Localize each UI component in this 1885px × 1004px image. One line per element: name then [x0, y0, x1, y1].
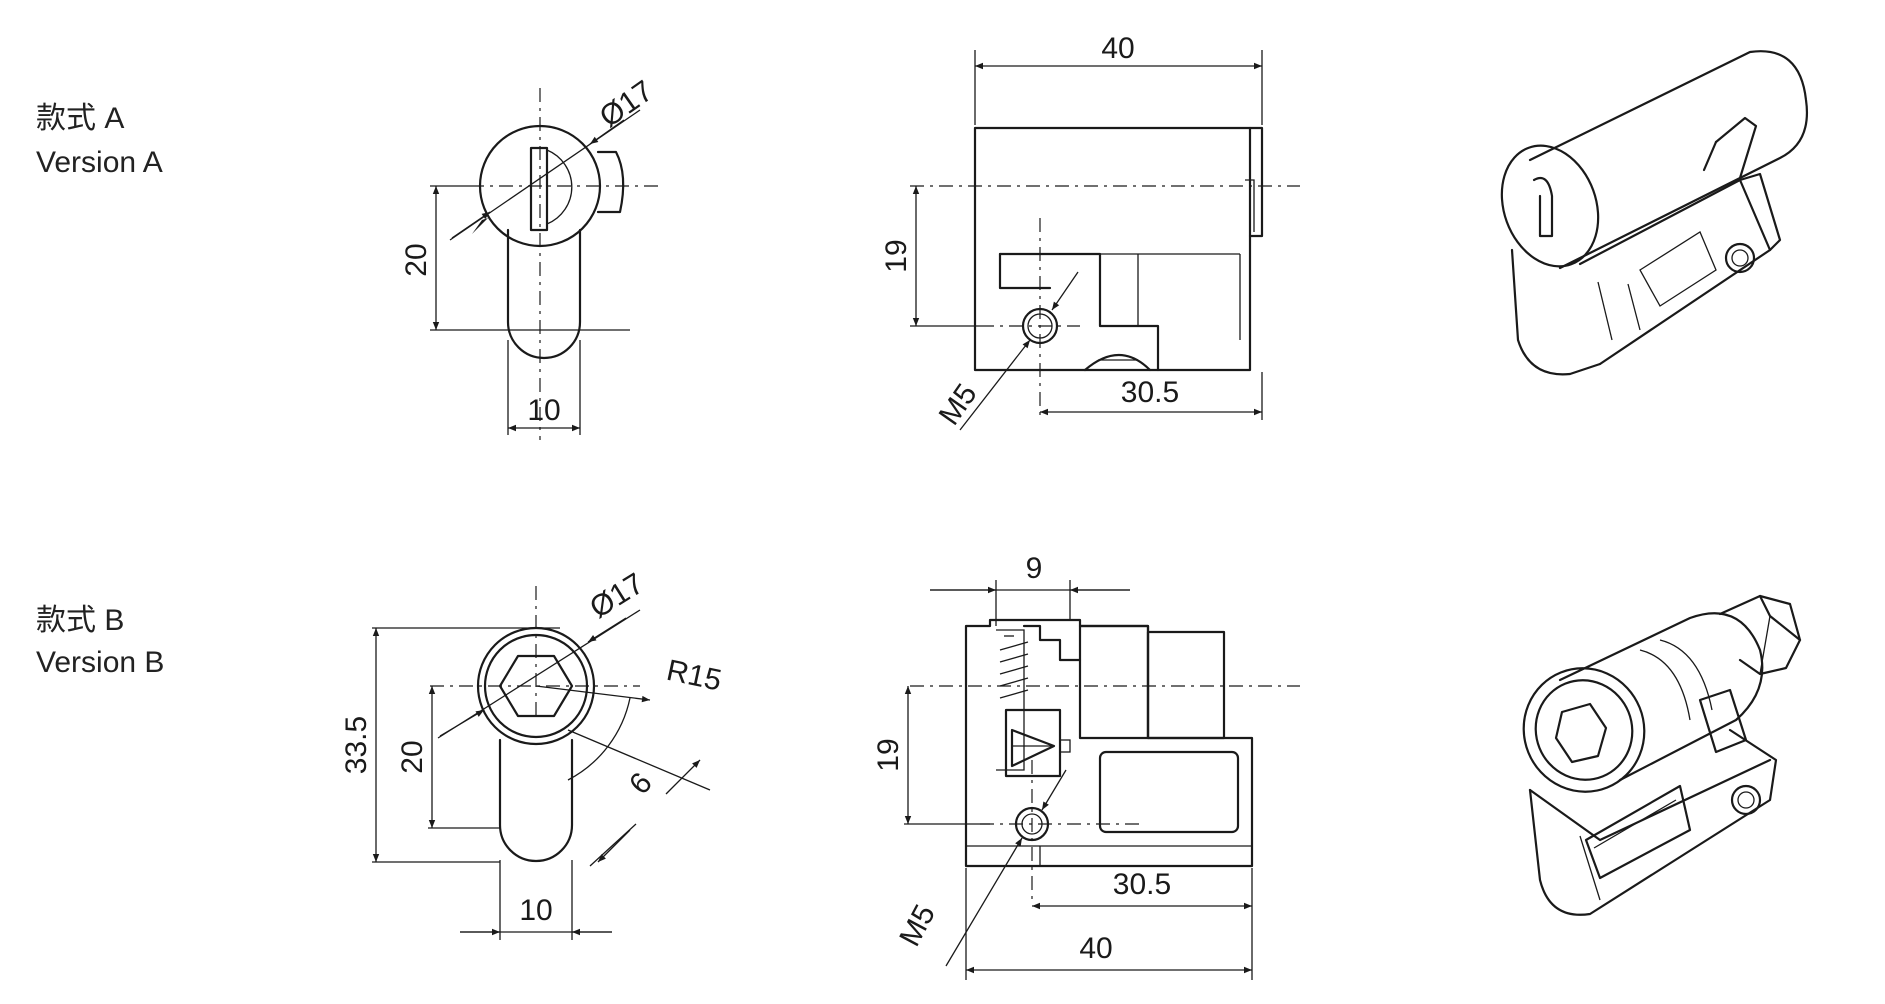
- dim-a-front-diameter: Ø17: [594, 74, 659, 134]
- version-b-label-en: Version B: [36, 646, 164, 679]
- dim-a-side-length: 40: [1101, 32, 1134, 65]
- version-b-isometric-view: [1522, 594, 1802, 916]
- version-a-side-view: 40 19 30.5 M5: [880, 32, 1300, 431]
- version-b-front-view: R15 Ø17 6 33.5 20 10: [340, 567, 724, 940]
- version-a-label-cn: 款式 A: [36, 102, 124, 135]
- version-a-isometric-view: [1500, 50, 1808, 376]
- dim-b-side-hex-length: 9: [1026, 552, 1043, 585]
- dim-a-side-height: 19: [880, 239, 913, 272]
- version-b-side-view: 9 19 30.5 40 M5: [872, 552, 1300, 980]
- dim-a-side-thread: M5: [933, 378, 984, 431]
- dim-b-side-length: 40: [1079, 932, 1112, 965]
- dim-a-front-width: 10: [527, 394, 560, 427]
- dim-b-side-offset: 30.5: [1113, 868, 1171, 901]
- dim-a-front-height: 20: [400, 243, 433, 276]
- version-b-label-cn: 款式 B: [36, 604, 124, 637]
- dim-b-front-overall-height: 33.5: [340, 716, 373, 774]
- dim-b-front-tab: 6: [623, 766, 659, 800]
- version-a-label-en: Version A: [36, 146, 163, 179]
- dim-b-side-thread: M5: [893, 899, 942, 951]
- dim-b-front-height: 20: [396, 740, 429, 773]
- dim-b-front-radius: R15: [664, 654, 725, 698]
- dim-b-front-width: 10: [519, 894, 552, 927]
- dim-b-side-height: 19: [872, 738, 905, 771]
- version-a-front-view: 20 10 Ø17: [400, 74, 660, 440]
- dim-a-side-offset: 30.5: [1121, 376, 1179, 409]
- dim-b-front-diameter: Ø17: [584, 567, 650, 625]
